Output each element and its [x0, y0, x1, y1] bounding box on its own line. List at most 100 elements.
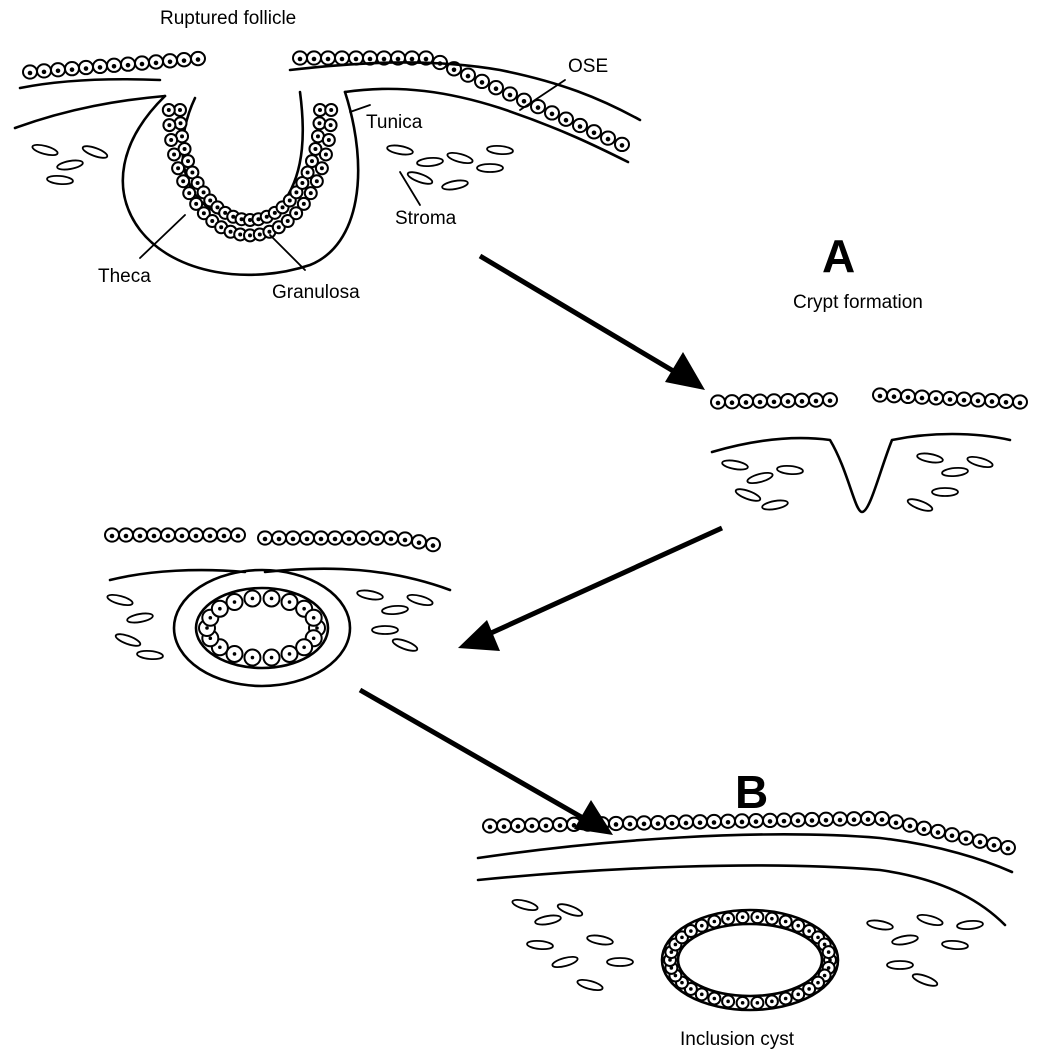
cell-nucleus — [302, 607, 306, 611]
cell-nucleus — [670, 821, 675, 826]
cell-nucleus — [892, 394, 897, 399]
ose-label: OSE — [568, 56, 608, 77]
inclusion-cyst-panel: B Inclusion cyst — [478, 766, 1015, 1050]
cell-nucleus — [281, 205, 285, 209]
cell-nucleus — [800, 399, 805, 404]
cell-nucleus — [310, 159, 314, 163]
cell-nucleus — [823, 974, 827, 978]
cell-nucleus — [265, 215, 269, 219]
cell-nucleus — [302, 202, 306, 206]
cell-nucleus — [300, 181, 304, 185]
stroma-cell — [372, 626, 398, 634]
cell-nucleus — [124, 534, 129, 539]
ose-cell-row — [711, 388, 1027, 408]
cell-nucleus — [689, 987, 693, 991]
cell-nucleus — [138, 534, 143, 539]
cell-nucleus — [713, 997, 717, 1001]
cell-nucleus — [263, 537, 268, 542]
cell-nucleus — [140, 62, 145, 67]
cell-nucleus — [326, 57, 331, 62]
cell-nucleus — [194, 534, 199, 539]
cell-nucleus — [1018, 401, 1023, 406]
cell-nucleus — [730, 400, 735, 405]
cell-nucleus — [816, 981, 820, 985]
cell-nucleus — [315, 626, 319, 630]
cell-nucleus — [190, 170, 194, 174]
cell-nucleus — [544, 824, 549, 829]
stroma-cell — [47, 175, 74, 185]
cell-nucleus — [294, 211, 298, 215]
cell-nucleus — [948, 397, 953, 402]
cell-nucleus — [578, 124, 583, 129]
cell-nucleus — [329, 123, 333, 127]
cell-nucleus — [223, 211, 227, 215]
cell-nucleus — [209, 636, 213, 640]
cell-nucleus — [218, 607, 222, 611]
cell-nucleus — [180, 134, 184, 138]
arrow-to-inclusion — [360, 690, 613, 835]
cell-nucleus — [215, 205, 219, 209]
cell-nucleus — [852, 817, 857, 822]
cell-nucleus — [56, 68, 61, 73]
cell-nucleus — [251, 597, 255, 601]
stroma-cell — [887, 961, 913, 969]
stroma-cell — [387, 144, 414, 156]
stroma-cell — [442, 179, 469, 191]
stroma-cell — [487, 145, 514, 155]
cell-nucleus — [186, 159, 190, 163]
cell-nucleus — [827, 950, 831, 954]
granulosa-pointer — [270, 235, 305, 270]
cell-nucleus — [179, 121, 183, 125]
inclusion-cyst-lumen — [678, 924, 822, 996]
cell-nucleus — [233, 600, 237, 604]
stroma-cell — [966, 455, 993, 469]
cell-nucleus — [796, 924, 800, 928]
cell-nucleus — [908, 824, 913, 829]
stroma-cell — [917, 452, 944, 464]
stroma-cell — [527, 940, 554, 950]
stroma-cell — [942, 467, 969, 477]
cell-nucleus — [178, 108, 182, 112]
cell-nucleus — [240, 217, 244, 221]
stroma-cell — [587, 934, 614, 946]
stroma-cell — [906, 497, 933, 513]
cell-nucleus — [508, 93, 513, 98]
stroma-cell — [551, 955, 578, 969]
stage-a-caption: Crypt formation — [793, 292, 923, 313]
cell-nucleus — [194, 202, 198, 206]
cell-nucleus — [530, 824, 535, 829]
cell-nucleus — [320, 166, 324, 170]
cell-nucleus — [286, 219, 290, 223]
cell-nucleus — [152, 534, 157, 539]
cell-nucleus — [277, 537, 282, 542]
cell-nucleus — [962, 398, 967, 403]
cell-nucleus — [656, 821, 661, 826]
stroma-cell — [417, 157, 444, 167]
crypt-formation-panel: A Crypt formation — [711, 230, 1027, 513]
cell-nucleus — [368, 57, 373, 62]
cell-nucleus — [233, 652, 237, 656]
cell-nucleus — [606, 137, 611, 142]
cell-nucleus — [305, 537, 310, 542]
stroma-cell — [576, 978, 603, 992]
cell-nucleus — [288, 600, 292, 604]
stroma-cell — [746, 471, 773, 485]
stroma-cell — [382, 605, 409, 615]
cell-nucleus — [700, 924, 704, 928]
stroma-cell — [932, 488, 958, 496]
cell-nucleus — [209, 616, 213, 620]
cell-nucleus — [592, 131, 597, 136]
cell-nucleus — [712, 820, 717, 825]
stroma-cell — [511, 898, 538, 912]
cell-nucleus — [796, 819, 801, 824]
cell-nucleus — [333, 537, 338, 542]
cell-nucleus — [98, 65, 103, 70]
cell-nucleus — [238, 232, 242, 236]
cell-nucleus — [180, 534, 185, 539]
cell-nucleus — [176, 166, 180, 170]
cell-nucleus — [796, 993, 800, 997]
stage-a-letter: A — [822, 230, 855, 282]
stroma-cell — [892, 934, 919, 946]
cell-nucleus — [741, 915, 745, 919]
cell-nucleus — [236, 534, 241, 539]
